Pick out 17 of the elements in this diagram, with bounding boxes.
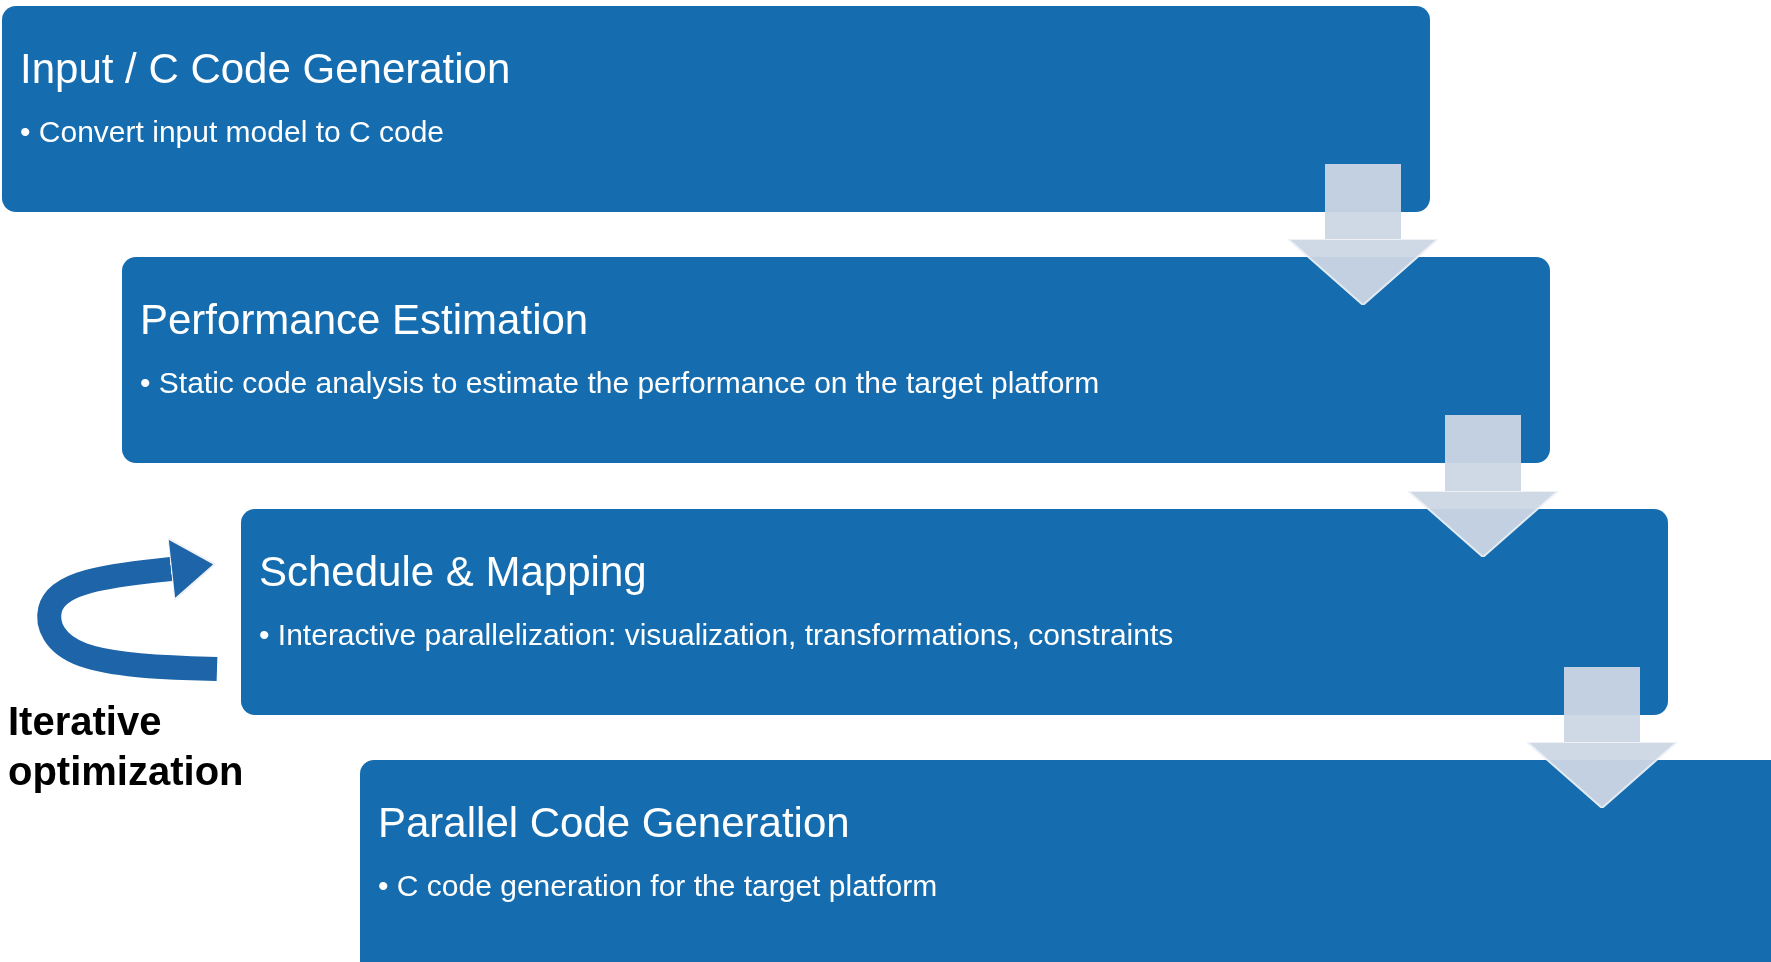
stage-title: Input / C Code Generation [20,44,511,94]
bullet-text: • Convert input model to C code [20,114,445,151]
process-box [241,509,1668,715]
down-arrow [1407,415,1559,558]
stage-title: Performance Estimation [140,295,589,345]
bullet-text: • Static code analysis to estimate the performance on the target platform [140,365,1100,402]
stage-title: Parallel Code Generation [378,798,850,848]
down-arrow [1526,667,1678,809]
process-box [122,257,1550,463]
curved-arrow [37,537,218,681]
bullet-text: • Interactive parallelization: visualization, transformations, constraints [259,617,1174,654]
process-box [360,760,1771,962]
process-box [2,6,1430,212]
bullet-text: • C code generation for the target platform [378,868,938,905]
edge-label: Iterative optimization [8,698,245,795]
stage-title: Schedule & Mapping [259,547,647,597]
down-arrow [1287,164,1439,306]
